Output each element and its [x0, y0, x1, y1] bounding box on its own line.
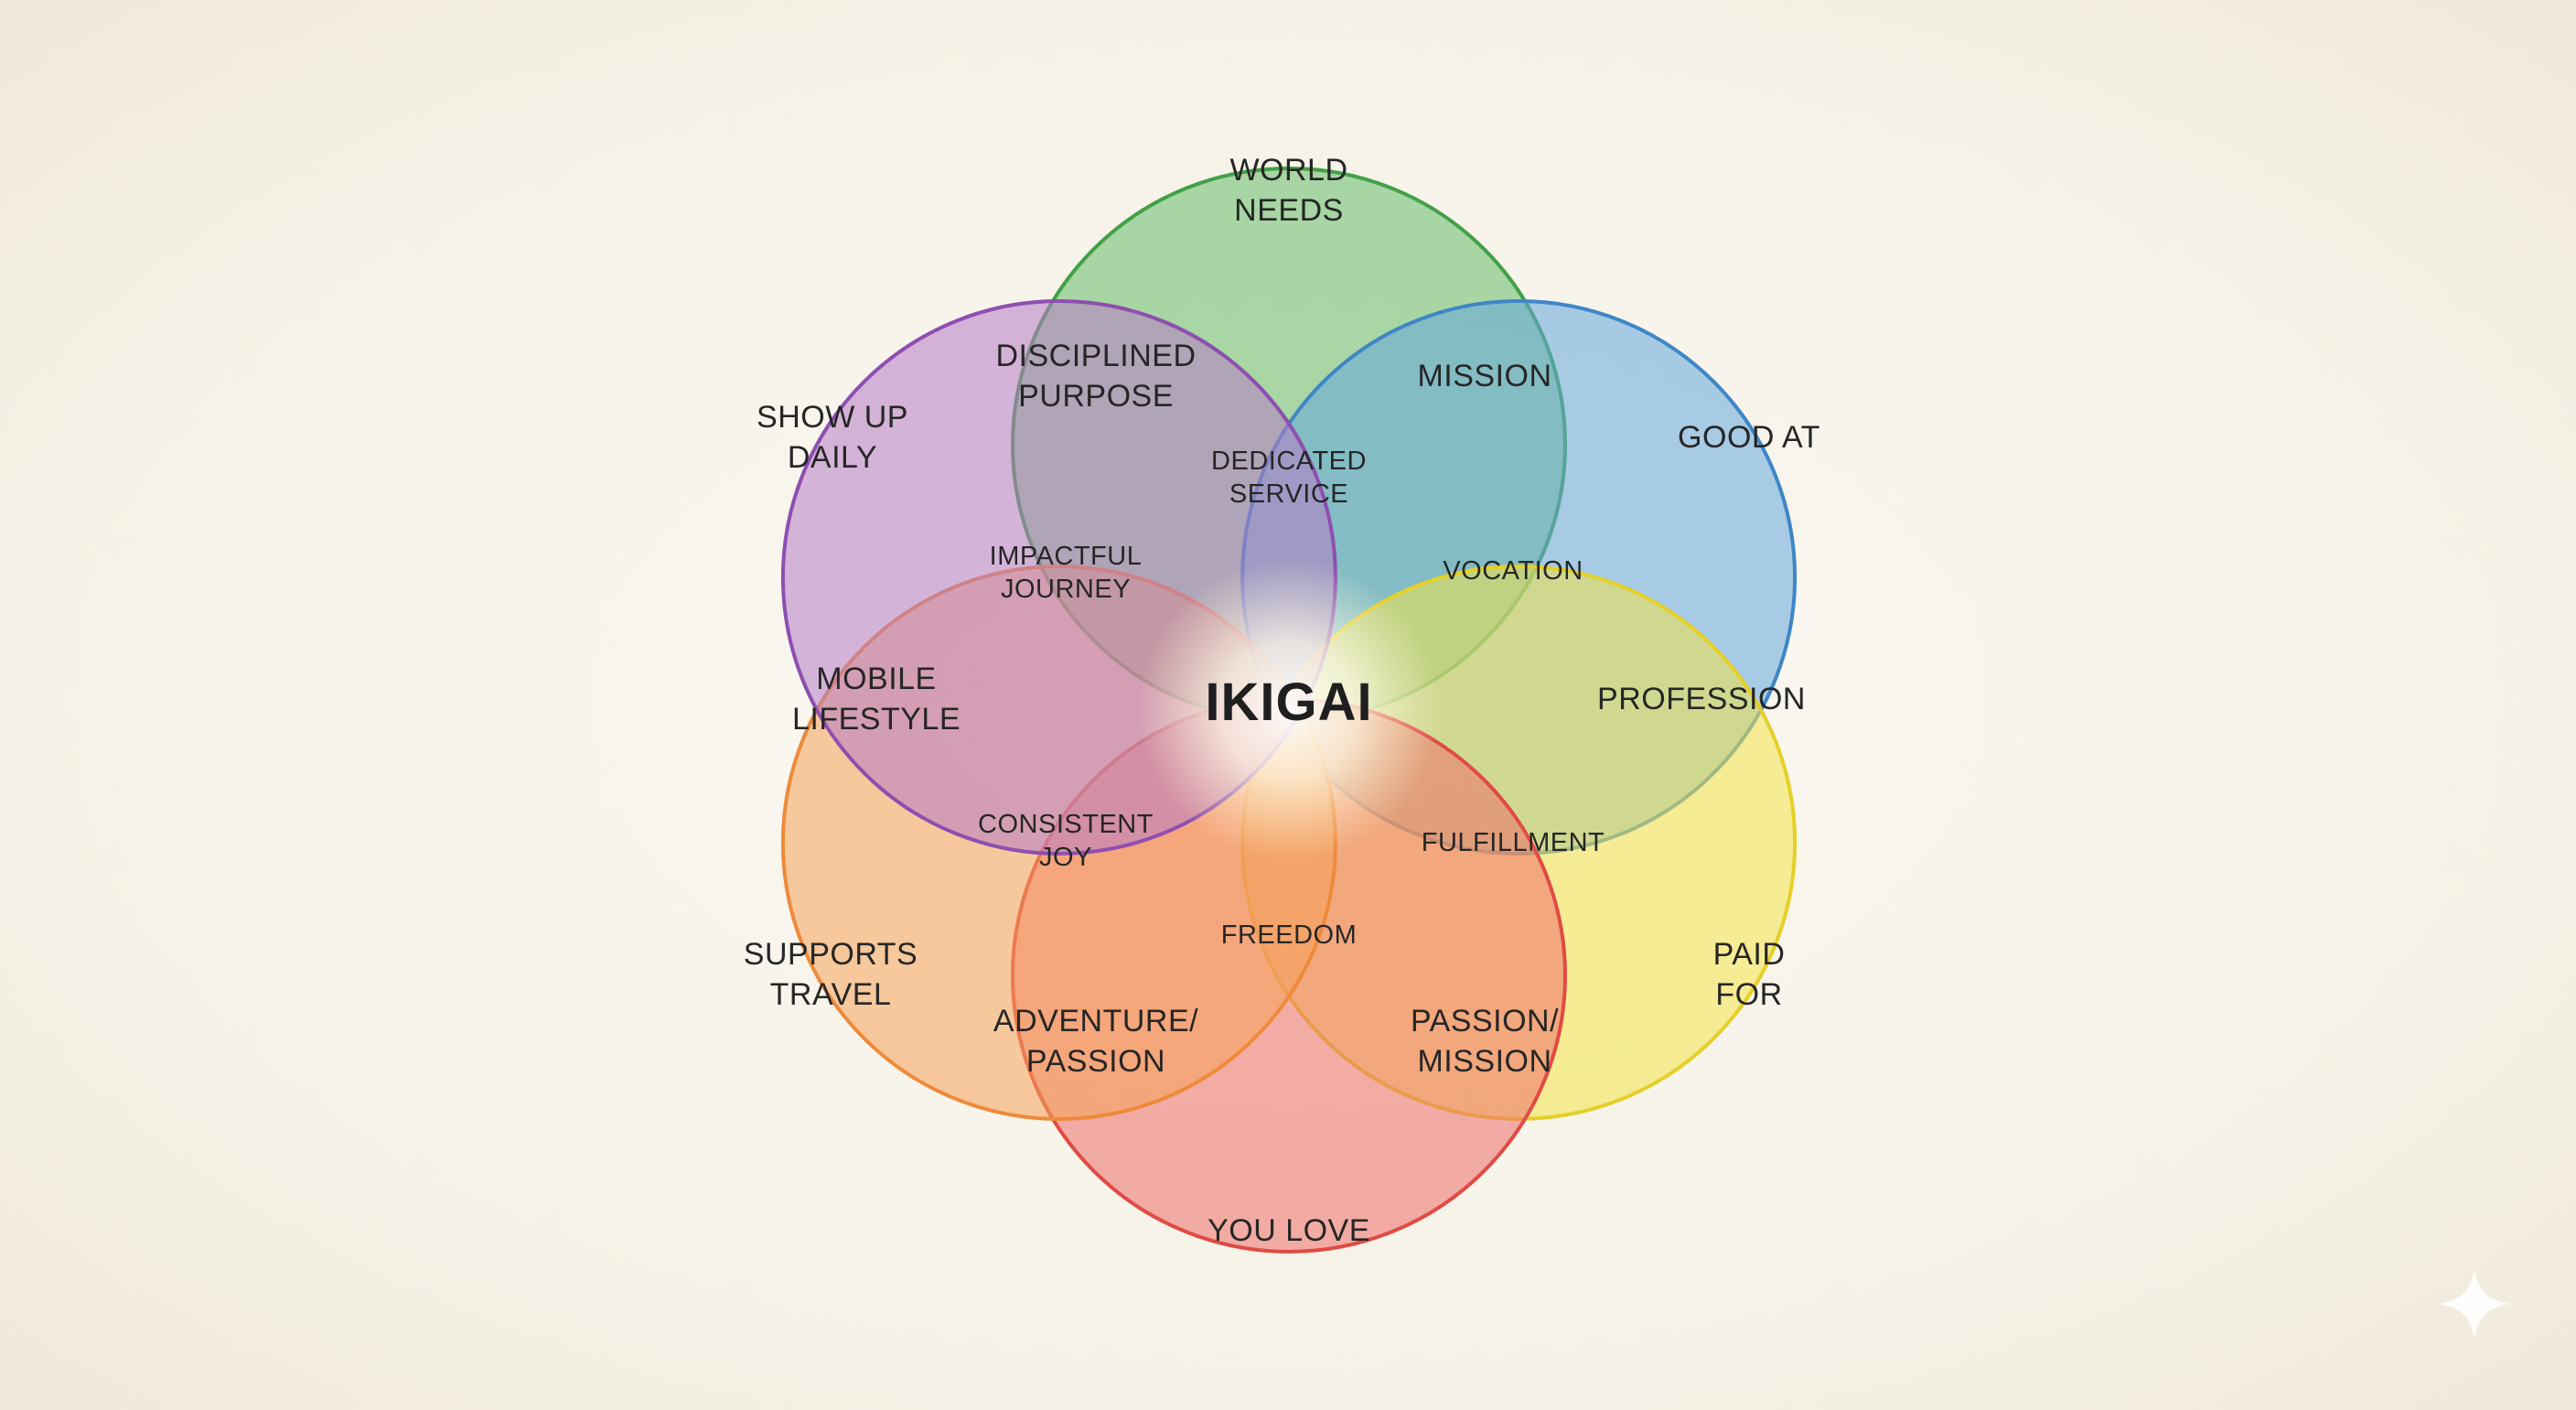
label-dedicated-service: DEDICATED SERVICE: [1211, 447, 1367, 509]
center-title: IKIGAI: [1205, 673, 1373, 732]
label-vocation: VOCATION: [1443, 556, 1583, 586]
label-fulfillment: FULFILLMENT: [1421, 828, 1605, 857]
label-supports-travel: SUPPORTS TRAVEL: [743, 937, 918, 1012]
label-disciplined-purpose: DISCIPLINED PURPOSE: [995, 339, 1197, 414]
label-paid-for: PAID FOR: [1712, 937, 1786, 1012]
label-mobile-lifestyle: MOBILE LIFESTYLE: [791, 662, 961, 737]
label-you-love: YOU LOVE: [1208, 1213, 1370, 1248]
label-world-needs: WORLD NEEDS: [1229, 153, 1348, 228]
label-mission: MISSION: [1417, 359, 1552, 393]
label-freedom: FREEDOM: [1220, 920, 1358, 950]
label-consistent-joy: CONSISTENT JOY: [978, 810, 1154, 872]
label-passion-mission: PASSION/ MISSION: [1410, 1004, 1560, 1079]
label-adventure-passion: ADVENTURE/ PASSION: [993, 1004, 1199, 1079]
label-profession: PROFESSION: [1597, 682, 1806, 716]
label-show-up-daily: SHOW UP DAILY: [757, 400, 908, 475]
sparkle-icon: [2438, 1267, 2511, 1340]
label-impactful-journey: IMPACTFUL JOURNEY: [989, 542, 1143, 604]
label-good-at: GOOD AT: [1678, 420, 1820, 455]
center-glow: [1138, 559, 1440, 861]
